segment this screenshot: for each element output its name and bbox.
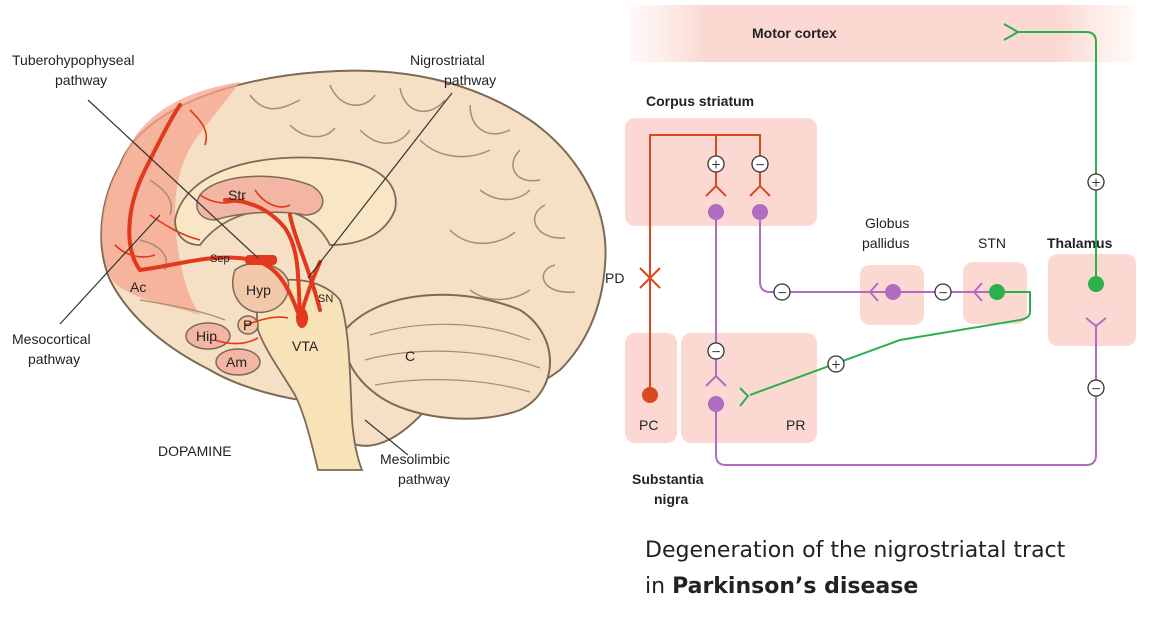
pd-label: PD	[605, 270, 624, 286]
label-am: Am	[226, 354, 247, 370]
label-mesolimbic-2: pathway	[398, 471, 450, 487]
thalamus-label: Thalamus	[1047, 235, 1113, 251]
sign-minus-stn-input: −	[934, 283, 952, 301]
caption-disease: Parkinson’s disease	[672, 574, 919, 599]
globus-pallidus-neuron	[885, 284, 901, 300]
striatum-neuron-right	[752, 204, 768, 220]
svg-text:−: −	[777, 286, 787, 300]
brainstem	[254, 278, 364, 471]
label-p: P	[243, 317, 252, 333]
sign-minus-striatum: −	[751, 155, 769, 173]
sign-plus-striatum: +	[707, 155, 725, 173]
purple-pathways	[715, 212, 1097, 466]
svg-text:+: +	[711, 158, 721, 172]
sign-plus-stn-output: +	[827, 355, 845, 373]
striatum-neuron-left	[708, 204, 724, 220]
striatum	[196, 175, 324, 221]
label-mesocortical-2: pathway	[28, 351, 80, 367]
sep-marker	[245, 255, 277, 265]
label-hyp: Hyp	[246, 282, 271, 298]
sign-markers: + − − − − + +	[707, 155, 1105, 397]
thalamus-neuron	[1088, 276, 1104, 292]
dopamine-branches	[114, 109, 291, 345]
pr-label: PR	[786, 417, 805, 433]
sign-minus-gp-input: −	[773, 283, 791, 301]
svg-text:+: +	[831, 358, 841, 372]
brain-illustration: Tuberohypophyseal pathway Nigrostriatal …	[12, 52, 607, 487]
vta-marker	[296, 308, 308, 328]
caption-line-2: in Parkinson’s disease	[645, 569, 1065, 605]
pr-neuron	[708, 396, 724, 412]
label-vta: VTA	[292, 338, 319, 354]
corpus-striatum-box	[625, 118, 817, 226]
label-nigrostriatal-2: pathway	[444, 72, 496, 88]
pointer-lines	[59, 92, 453, 456]
sign-plus-thalamus-cortex: +	[1087, 173, 1105, 191]
stn-neuron	[989, 284, 1005, 300]
cerebellum	[343, 293, 551, 420]
pituitary	[237, 315, 259, 335]
svg-text:−: −	[1091, 382, 1101, 396]
label-tuberohypophyseal-1: Tuberohypophyseal	[12, 52, 134, 68]
pd-cross-2	[639, 267, 661, 289]
motor-cortex-label: Motor cortex	[752, 25, 837, 41]
motor-cortex-box	[630, 5, 1135, 62]
figure-caption: Degeneration of the nigrostriatal tract …	[645, 533, 1065, 605]
pc-label: PC	[639, 417, 658, 433]
label-hip: Hip	[196, 328, 217, 344]
label-c: C	[405, 348, 415, 364]
caption-prefix: in	[645, 574, 673, 599]
label-mesolimbic-1: Mesolimbic	[380, 451, 450, 467]
svg-text:−: −	[711, 345, 721, 359]
substantia-nigra-label-1: Substantia	[632, 471, 704, 487]
sign-minus-thalamus: −	[1087, 379, 1105, 397]
basal-ganglia-circuit: Motor cortex Corpus striatum Globus pall…	[605, 5, 1136, 507]
label-mesocortical-1: Mesocortical	[12, 331, 91, 347]
svg-text:+: +	[1091, 176, 1101, 190]
label-dopamine: DOPAMINE	[158, 443, 232, 459]
substantia-nigra-label-2: nigra	[654, 491, 688, 507]
pc-neuron	[642, 387, 658, 403]
stn-label: STN	[978, 235, 1006, 251]
corpus-striatum-label: Corpus striatum	[646, 93, 754, 109]
sign-minus-pr: −	[707, 342, 725, 360]
hippocampus	[185, 322, 231, 350]
label-tuberohypophyseal-2: pathway	[55, 72, 107, 88]
globus-pallidus-label-1: Globus	[865, 215, 909, 231]
nigrostriatal-tract	[649, 134, 761, 388]
label-sep: Sep	[210, 253, 230, 265]
label-ac: Ac	[130, 279, 146, 295]
amygdala	[215, 348, 261, 376]
green-pathways	[749, 31, 1097, 396]
label-nigrostriatal-1: Nigrostriatal	[410, 52, 485, 68]
label-str: Str	[228, 187, 246, 203]
svg-text:−: −	[938, 286, 948, 300]
gyri-lines	[139, 84, 576, 301]
globus-pallidus-label-2: pallidus	[862, 235, 909, 251]
label-sn: SN	[318, 293, 333, 305]
svg-text:−: −	[755, 158, 765, 172]
caption-line-1: Degeneration of the nigrostriatal tract	[645, 538, 1066, 563]
thalamus-box	[1048, 254, 1136, 346]
